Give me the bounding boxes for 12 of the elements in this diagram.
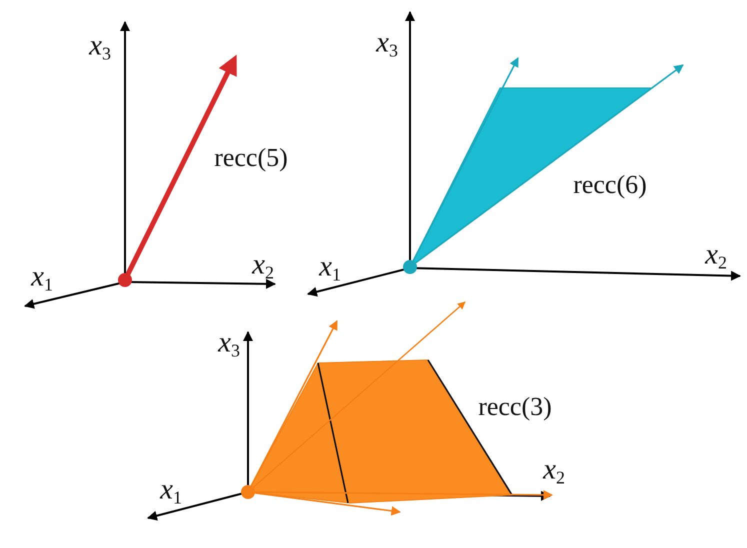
axis-label: x$_{1}$ — [319, 252, 341, 284]
cone-label: recc(3) — [478, 394, 552, 420]
cone-label: recc(6) — [573, 172, 647, 198]
axis-label: x$_{3}$ — [89, 31, 111, 63]
axis-label: x$_{1}$ — [31, 262, 53, 294]
axis-label: x$_{1}$ — [160, 475, 182, 507]
axis-label: x$_{3}$ — [376, 28, 398, 60]
axis-label: x$_{2}$ — [543, 455, 565, 487]
cone-label: recc(5) — [214, 145, 288, 171]
axis-label: x$_{2}$ — [252, 250, 274, 282]
axis-label: x$_{3}$ — [218, 328, 240, 360]
axis-label: x$_{2}$ — [705, 240, 727, 272]
